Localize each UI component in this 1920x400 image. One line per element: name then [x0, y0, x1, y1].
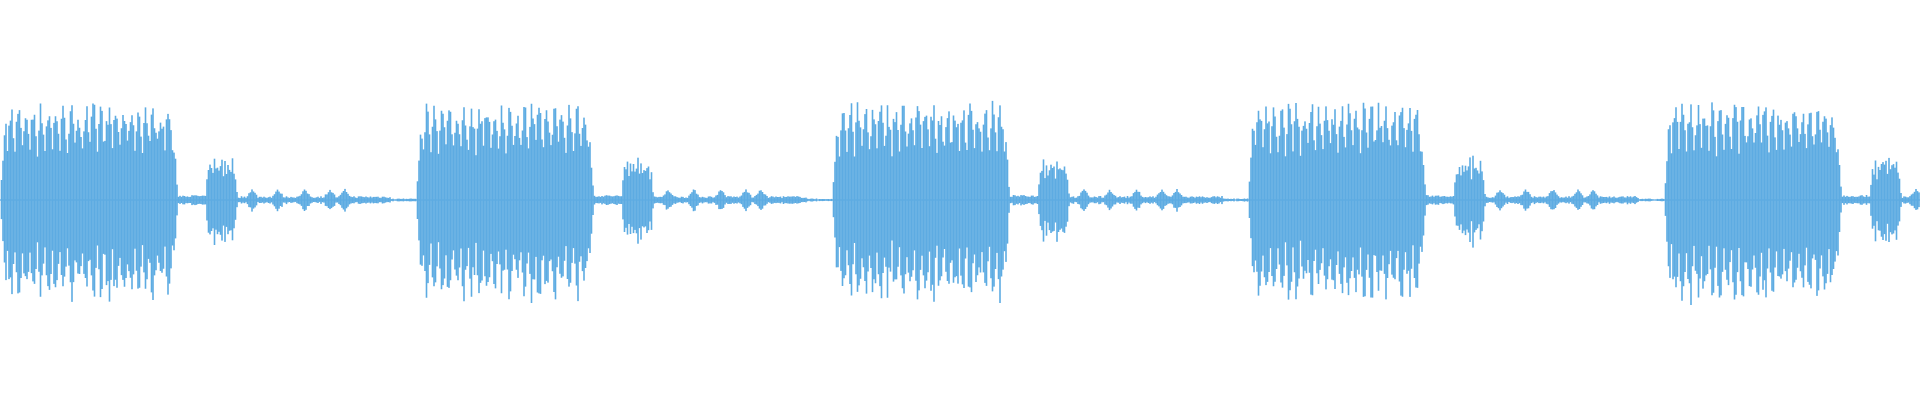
waveform-segment	[832, 100, 1249, 303]
waveform-segment	[416, 103, 833, 303]
waveform-segment	[1664, 102, 1920, 305]
waveform-segment	[1248, 102, 1665, 300]
waveform-segment	[0, 103, 417, 302]
